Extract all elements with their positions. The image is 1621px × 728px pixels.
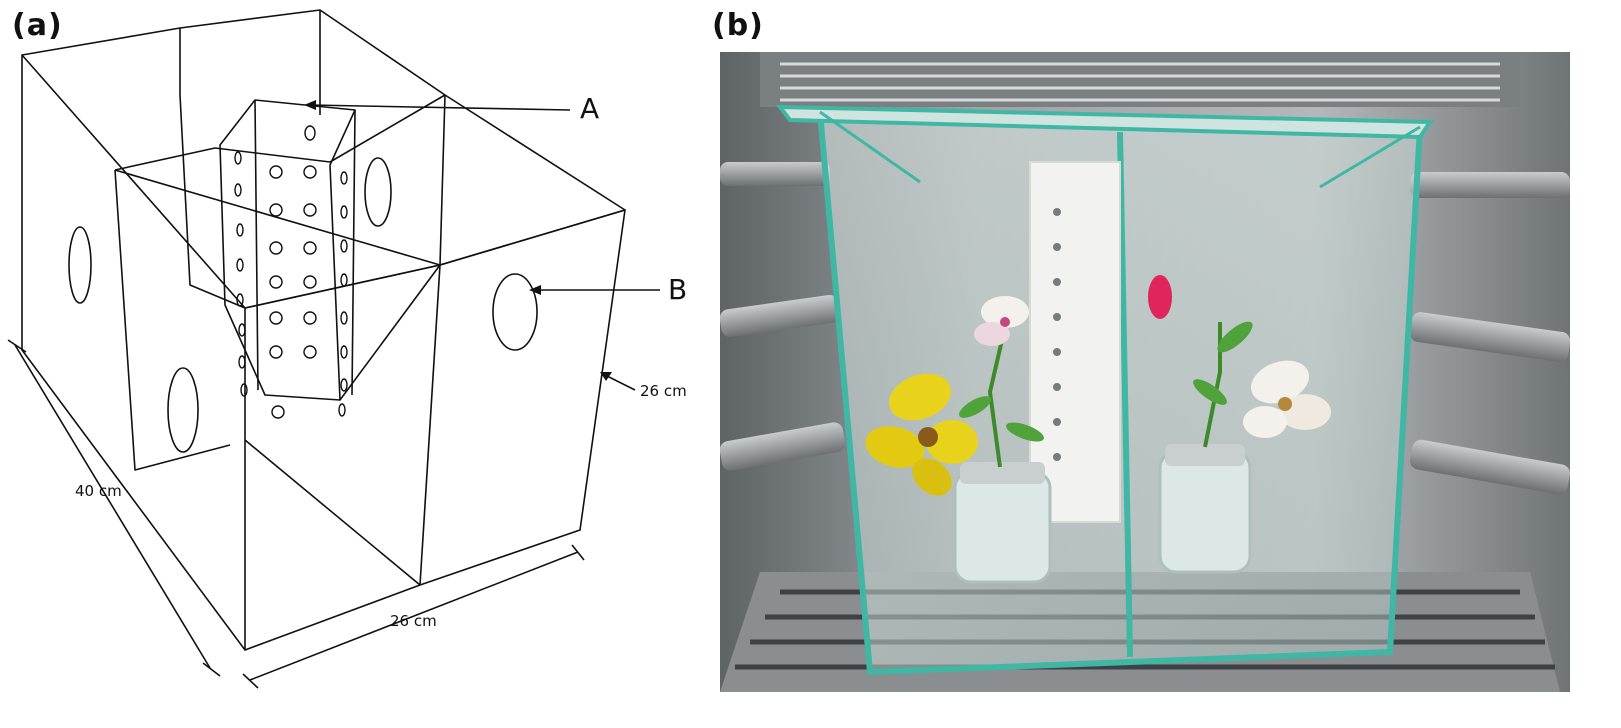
dimension-depth: 40 cm xyxy=(75,482,122,500)
dim-tick-2 xyxy=(202,662,221,677)
center-column-edge-2 xyxy=(351,109,356,396)
yellow-flower xyxy=(865,373,978,496)
vent-hole-front-left xyxy=(167,367,199,453)
inner-floor-line xyxy=(244,439,421,586)
dim-tick-1 xyxy=(7,339,27,353)
box-front-face xyxy=(244,209,626,651)
inner-partition-right xyxy=(439,94,446,266)
box-left-face xyxy=(21,55,246,651)
center-column xyxy=(219,99,356,401)
vent-hole-left xyxy=(68,226,92,304)
white-flower-left xyxy=(974,296,1029,346)
dim-line-depth xyxy=(14,344,211,669)
callout-label-a: A xyxy=(580,92,599,125)
panel-label-b: (b) xyxy=(712,8,764,43)
inner-floor-line-2 xyxy=(339,264,441,401)
jar-left xyxy=(953,470,1052,584)
dim-tick-4 xyxy=(571,544,585,561)
glass-divider xyxy=(1117,131,1133,658)
vent-hole-right xyxy=(492,273,538,351)
chamber-photo xyxy=(720,52,1570,692)
box-top-face xyxy=(21,9,626,309)
pink-flower-reflection xyxy=(1148,275,1172,319)
top-divider-2 xyxy=(114,169,441,266)
callout-leader-a xyxy=(309,104,571,111)
inner-partition-left xyxy=(114,169,231,471)
callout-leader-height xyxy=(604,374,636,391)
callout-label-b: B xyxy=(668,273,687,306)
vent-hole-back xyxy=(364,157,392,227)
inner-cross-2 xyxy=(329,94,446,163)
chamber-diagram: A B 26 cm 40 cm 26 cm xyxy=(7,9,687,689)
dimension-width: 26 cm xyxy=(390,612,437,630)
panel-label-a: (a) xyxy=(12,8,63,43)
perforated-column xyxy=(1029,161,1121,523)
inner-partition-mid xyxy=(419,264,441,586)
inner-partition-back xyxy=(179,94,246,309)
dim-tick-3 xyxy=(242,673,259,689)
inner-cross-1 xyxy=(114,147,331,171)
shelf-rails xyxy=(720,162,1570,495)
center-column-edge xyxy=(254,99,259,391)
white-flower-right xyxy=(1243,360,1331,438)
dim-line-width xyxy=(249,551,579,681)
dimension-height: 26 cm xyxy=(640,382,687,400)
jar-right xyxy=(1158,450,1252,574)
